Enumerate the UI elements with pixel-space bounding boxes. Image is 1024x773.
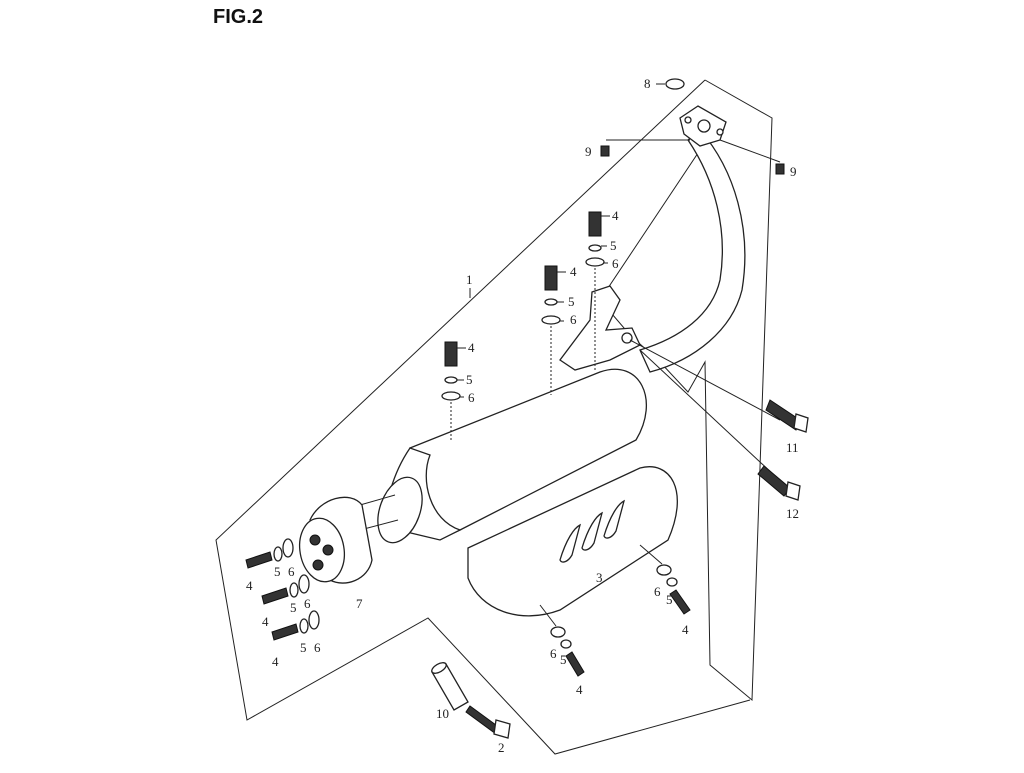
bolt-set-top-2 xyxy=(541,265,566,325)
callout-12: 12 xyxy=(786,506,799,521)
callout-endcap1-4: 4 xyxy=(246,578,253,593)
exhaust-pipe xyxy=(639,129,746,373)
bolt-11 xyxy=(629,339,809,433)
bolt-set-endcap-1 xyxy=(245,538,294,569)
callout-9-left: 9 xyxy=(585,144,592,159)
callout-endcap3-5: 5 xyxy=(300,640,307,655)
bracket-hole xyxy=(621,332,633,344)
bolt-set-top-3 xyxy=(441,341,466,401)
flange-hole xyxy=(697,119,711,133)
callout-shieldB-5: 5 xyxy=(560,652,567,667)
bolt-2-head xyxy=(493,719,511,739)
callout-top3-4: 4 xyxy=(468,340,475,355)
end-cap-face xyxy=(298,517,346,583)
callout-top2-4: 4 xyxy=(570,264,577,279)
spacer-10-end xyxy=(431,662,447,674)
callout-9-right: 9 xyxy=(790,164,797,179)
bolt-set-top-1 xyxy=(585,211,610,267)
callout-top1-5: 5 xyxy=(610,238,617,253)
muffler-rod-top xyxy=(359,494,396,506)
nut-9-left xyxy=(600,145,610,157)
callout-10: 10 xyxy=(436,706,449,721)
bolt-12 xyxy=(639,349,801,501)
assembly-outline-left xyxy=(215,79,751,755)
callout-11: 11 xyxy=(786,440,799,455)
gasket-8 xyxy=(665,78,685,90)
callout-top2-6: 6 xyxy=(570,312,577,327)
callout-2: 2 xyxy=(498,740,505,755)
callout-3: 3 xyxy=(596,570,603,585)
callout-endcap1-6: 6 xyxy=(288,564,295,579)
callout-7: 7 xyxy=(356,596,363,611)
end-cap-hole-1 xyxy=(309,534,321,546)
callout-endcap3-6: 6 xyxy=(314,640,321,655)
callout-shieldR-4: 4 xyxy=(682,622,689,637)
heat-shield-slot-3 xyxy=(603,499,626,539)
muffler-outlet xyxy=(377,476,423,544)
leader-9-right xyxy=(719,139,781,163)
end-cap-hole-2 xyxy=(322,544,334,556)
heat-shield-slot-2 xyxy=(581,511,604,551)
callout-top1-6: 6 xyxy=(612,256,619,271)
bolt-set-endcap-3 xyxy=(271,610,320,641)
callout-endcap1-5: 5 xyxy=(274,564,281,579)
callout-shieldB-6: 6 xyxy=(550,646,557,661)
bolt-set-shield-right xyxy=(639,544,691,615)
callout-endcap2-5: 5 xyxy=(290,600,297,615)
nut-9-right xyxy=(775,163,785,175)
callout-endcap2-4: 4 xyxy=(262,614,269,629)
figure-title: FIG.2 xyxy=(213,6,264,28)
heat-shield-slot-1 xyxy=(559,523,582,563)
callout-8: 8 xyxy=(644,76,651,91)
end-cap-hole-3 xyxy=(312,559,324,571)
flange-bolt-hole-right xyxy=(716,128,724,136)
callout-top1-4: 4 xyxy=(612,208,619,223)
callout-endcap3-4: 4 xyxy=(272,654,279,669)
callout-1: 1 xyxy=(466,272,473,287)
bolt-set-shield-bottom xyxy=(539,604,585,677)
callout-top2-5: 5 xyxy=(568,294,575,309)
assembly-outline xyxy=(599,79,773,702)
callout-shieldR-6: 6 xyxy=(654,584,661,599)
callout-shieldB-4: 4 xyxy=(576,682,583,697)
callout-top3-5: 5 xyxy=(466,372,473,387)
callout-top3-6: 6 xyxy=(468,390,475,405)
flange-bolt-hole-left xyxy=(684,116,692,124)
callout-endcap2-6: 6 xyxy=(304,596,311,611)
callout-shieldR-5: 5 xyxy=(666,592,673,607)
bolt-set-endcap-2 xyxy=(261,574,310,605)
